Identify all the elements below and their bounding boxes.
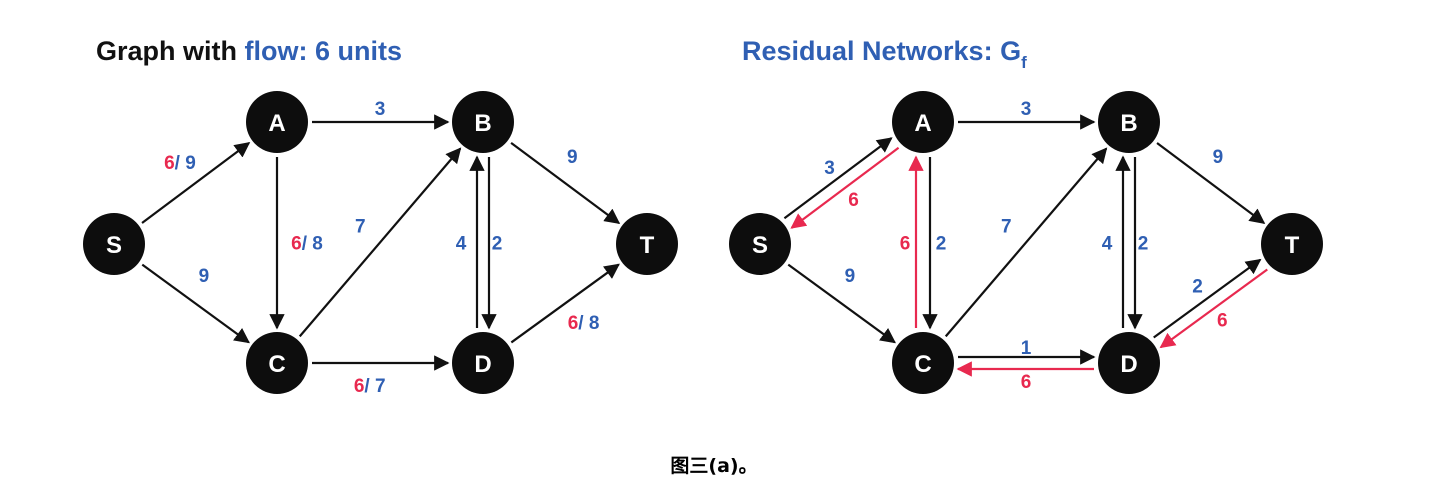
- node-label: B: [1120, 110, 1137, 137]
- left-node-c: C: [246, 332, 308, 394]
- node-circle: [83, 213, 145, 275]
- edge-label-c-a: 6: [900, 234, 911, 255]
- edge-b-t: [510, 142, 621, 225]
- edge-label-s-a: 6/ 9: [164, 153, 196, 174]
- edge-label-c-b: 7: [1001, 217, 1012, 238]
- node-label: B: [474, 110, 491, 137]
- right-node-a: A: [892, 91, 954, 153]
- right-graph-title: Residual Networks: Gf: [742, 36, 1027, 72]
- node-circle: [1261, 213, 1323, 275]
- edge-label-c-d: 6/ 7: [354, 376, 386, 397]
- right-title-subscript: f: [1021, 53, 1027, 72]
- edge-label-s-c: 9: [845, 266, 856, 287]
- node-circle: [616, 213, 678, 275]
- edge-t-d: [1159, 268, 1268, 349]
- node-circle: [892, 332, 954, 394]
- node-circle: [452, 332, 514, 394]
- right-title-main: Residual Networks: G: [742, 36, 1021, 66]
- edge-label-s-a: 3: [824, 158, 835, 179]
- edge-label-s-c: 9: [199, 266, 210, 287]
- left-title-highlight: flow: 6 units: [245, 36, 403, 66]
- node-label: D: [1120, 351, 1137, 378]
- right-node-c: C: [892, 332, 954, 394]
- figure-caption: 图三(a)。: [670, 455, 757, 477]
- right-node-b: B: [1098, 91, 1160, 153]
- edge-label-b-t: 9: [1213, 147, 1224, 168]
- edge-label-c-b: 7: [355, 217, 366, 238]
- edge-label-a-c: 2: [936, 234, 947, 255]
- right-node-d: D: [1098, 332, 1160, 394]
- node-label: A: [268, 110, 285, 137]
- edge-s-c: [787, 263, 896, 344]
- edge-label-b-t: 9: [567, 147, 578, 168]
- right-node-s: S: [729, 213, 791, 275]
- edge-s-a: [141, 142, 251, 224]
- edge-label-a-b: 3: [1021, 99, 1032, 120]
- edge-label-a-c: 6/ 8: [291, 234, 323, 255]
- edge-label-b-d: 2: [492, 234, 503, 255]
- left-node-d: D: [452, 332, 514, 394]
- node-circle: [452, 91, 514, 153]
- node-circle: [246, 332, 308, 394]
- left-node-s: S: [83, 213, 145, 275]
- node-circle: [729, 213, 791, 275]
- edge-s-c: [141, 263, 250, 344]
- node-label: C: [268, 351, 285, 378]
- node-circle: [1098, 91, 1160, 153]
- node-label: T: [640, 232, 655, 259]
- edge-c-b: [298, 147, 462, 338]
- left-node-b: B: [452, 91, 514, 153]
- edge-label-a-b: 3: [375, 99, 386, 120]
- edge-b-t: [1156, 142, 1266, 224]
- node-label: C: [914, 351, 931, 378]
- node-label: A: [914, 110, 931, 137]
- edge-label-d-t: 6/ 8: [568, 313, 600, 334]
- left-title-prefix: Graph with: [96, 36, 245, 66]
- edge-d-t: [510, 263, 620, 344]
- node-label: S: [106, 232, 122, 259]
- edge-label-b-d: 2: [1138, 234, 1149, 255]
- edge-a-s: [790, 146, 900, 229]
- edge-label-d-b: 4: [1102, 234, 1113, 255]
- left-node-t: T: [616, 213, 678, 275]
- node-label: T: [1285, 232, 1300, 259]
- edge-s-a: [783, 137, 893, 220]
- edge-d-t: [1153, 258, 1262, 339]
- node-circle: [246, 91, 308, 153]
- left-graph-title: Graph with flow: 6 units: [96, 36, 402, 66]
- edge-label-d-t: 2: [1192, 277, 1203, 298]
- right-node-t: T: [1261, 213, 1323, 275]
- left-graph: 6/ 9 9 3 6/ 8 7 2 4 6/ 7 9 6/ 8 S A B C D T: [83, 91, 678, 397]
- edge-label-d-b: 4: [456, 234, 467, 255]
- edge-label-a-s: 6: [848, 190, 859, 211]
- node-circle: [892, 91, 954, 153]
- edge-c-b: [944, 147, 1108, 338]
- edge-label-t-d: 6: [1217, 311, 1228, 332]
- edge-label-c-d: 1: [1021, 338, 1032, 359]
- edge-label-d-c: 6: [1021, 372, 1032, 393]
- node-label: D: [474, 351, 491, 378]
- node-circle: [1098, 332, 1160, 394]
- node-label: S: [752, 232, 768, 259]
- left-node-a: A: [246, 91, 308, 153]
